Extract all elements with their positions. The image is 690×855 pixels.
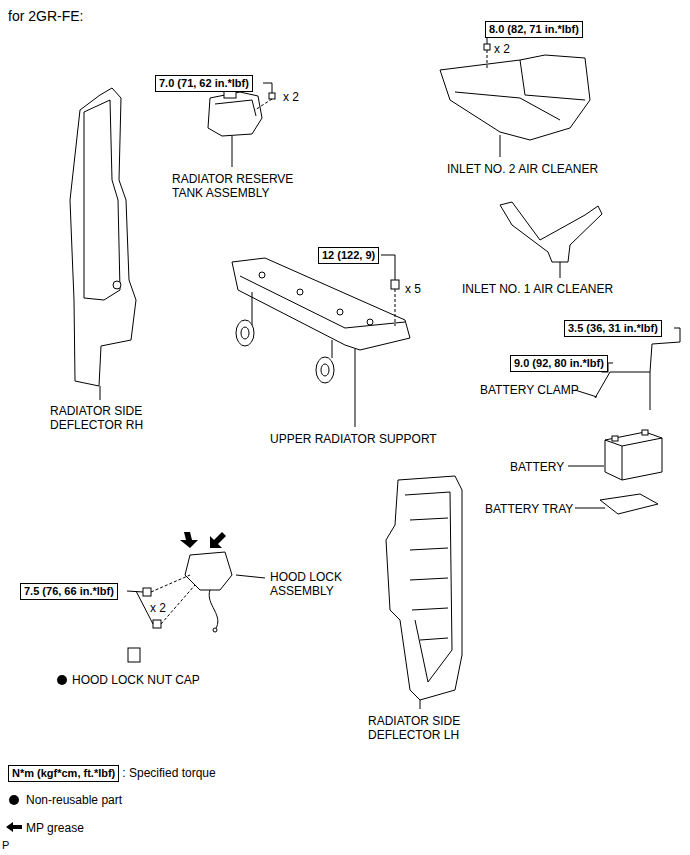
torque-spec-box: 12 (122, 9) (318, 247, 379, 264)
part-name: RADIATOR SIDE DEFLECTOR LH (368, 714, 493, 742)
torque-spec-box: 7.0 (71, 62 in.*lbf) (155, 75, 253, 92)
legend-text: : Specified torque (122, 766, 215, 780)
quantity: x 2 (283, 90, 299, 104)
torque-value: 8.0 (82, 71 in.*lbf) (489, 23, 579, 35)
part-name: INLET NO. 1 AIR CLEANER (462, 282, 613, 296)
torque-value: 3.5 (36, 31 in.*lbf) (568, 322, 658, 334)
torque-value: 12 (122, 9) (322, 249, 375, 261)
legend-text: MP grease (26, 821, 84, 835)
part-name: UPPER RADIATOR SUPPORT (270, 432, 437, 446)
torque-spec-box: 3.5 (36, 31 in.*lbf) (564, 320, 662, 337)
torque-spec-box: 7.5 (76, 66 in.*lbf) (20, 583, 118, 600)
torque-value: 7.5 (76, 66 in.*lbf) (24, 585, 114, 597)
figure-code: P (2, 838, 9, 852)
diagram-title: for 2GR-FE: (8, 8, 83, 24)
legend-text: Non-reusable part (26, 793, 122, 807)
torque-value: 9.0 (92, 80 in.*lbf) (514, 357, 604, 369)
torque-spec-box: 8.0 (82, 71 in.*lbf) (485, 21, 583, 38)
part-name: HOOD LOCK NUT CAP (72, 673, 200, 687)
torque-spec-box: 9.0 (92, 80 in.*lbf) (510, 355, 608, 372)
part-name: HOOD LOCK ASSEMBLY (270, 570, 355, 598)
quantity: x 5 (405, 282, 421, 296)
part-name: BATTERY CLAMP (480, 383, 579, 397)
torque-value: N*m (kgf*cm, ft.*lbf) (12, 767, 115, 779)
part-name: BATTERY (510, 460, 564, 474)
part-name: BATTERY TRAY (485, 502, 573, 516)
legend-torque-box: N*m (kgf*cm, ft.*lbf) (8, 765, 119, 782)
torque-value: 7.0 (71, 62 in.*lbf) (159, 77, 249, 89)
part-name: RADIATOR SIDE DEFLECTOR RH (50, 404, 170, 432)
quantity: x 2 (150, 601, 166, 615)
quantity: x 2 (494, 42, 510, 56)
part-name: RADIATOR RESERVE TANK ASSEMBLY (172, 172, 307, 200)
part-name: INLET NO. 2 AIR CLEANER (447, 162, 598, 176)
